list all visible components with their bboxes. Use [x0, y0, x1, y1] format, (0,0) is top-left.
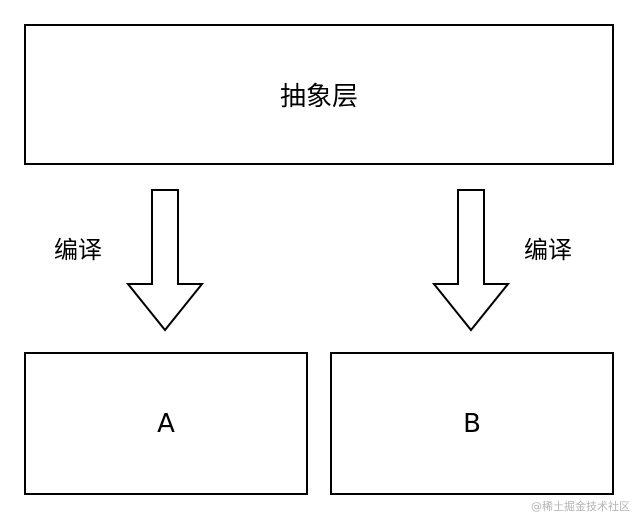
target-b-label: B: [463, 408, 481, 439]
compile-label-left: 编译: [54, 236, 102, 264]
compile-label-right: 编译: [524, 236, 572, 264]
arrow-down-left-icon: [125, 189, 205, 332]
target-a-label: A: [157, 408, 175, 439]
watermark: @稀土掘金技术社区: [531, 500, 630, 513]
arrow-down-right-icon: [431, 189, 511, 332]
target-a-box: A: [24, 352, 308, 495]
abstraction-layer-box: 抽象层: [24, 24, 614, 165]
target-b-box: B: [330, 352, 614, 495]
abstraction-layer-label: 抽象层: [279, 82, 358, 112]
